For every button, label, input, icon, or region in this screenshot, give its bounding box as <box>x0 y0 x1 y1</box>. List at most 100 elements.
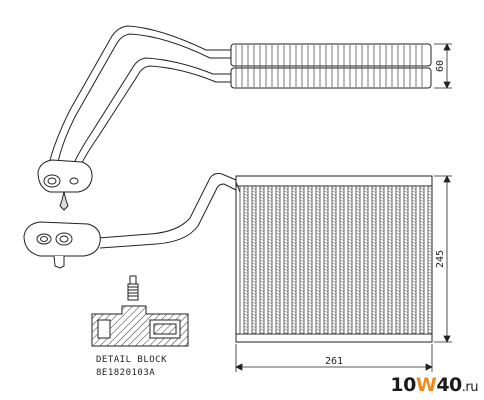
core-fin <box>275 205 281 208</box>
core-fin <box>427 208 433 211</box>
core-fin <box>427 187 433 190</box>
core-fin <box>371 304 377 307</box>
core-fin <box>243 286 249 289</box>
core-fin <box>331 262 337 265</box>
core-fin <box>323 202 329 205</box>
core-fin <box>291 199 297 202</box>
core-fin <box>259 217 265 220</box>
core-fin <box>387 277 393 280</box>
core-fin <box>395 226 401 229</box>
core-fin <box>387 274 393 277</box>
core-fin <box>411 187 417 190</box>
core-fin <box>323 235 329 238</box>
core-fin <box>355 322 361 325</box>
core-fin <box>283 313 289 316</box>
core-fin <box>267 238 273 241</box>
core-fin <box>339 235 345 238</box>
core-fin <box>315 262 321 265</box>
core-fin <box>355 187 361 190</box>
core-fin <box>291 238 297 241</box>
core-fin <box>339 187 345 190</box>
core-fin <box>323 217 329 220</box>
core-fin <box>275 301 281 304</box>
core-fin <box>243 328 249 331</box>
core-fin <box>419 292 425 295</box>
core-fin <box>243 223 249 226</box>
core-fin <box>411 193 417 196</box>
core-fin <box>339 244 345 247</box>
core-fin <box>275 229 281 232</box>
core-fin <box>371 307 377 310</box>
core-fin <box>371 196 377 199</box>
core-fin <box>267 331 273 334</box>
core-fin <box>339 265 345 268</box>
core-fin <box>267 250 273 253</box>
core-fin <box>347 220 353 223</box>
core-fin <box>395 298 401 301</box>
core-fin <box>355 286 361 289</box>
upper-pipe-run <box>49 25 231 168</box>
core-fin <box>331 193 337 196</box>
core-fin <box>427 319 433 322</box>
core-fin <box>411 208 417 211</box>
core-fin <box>363 223 369 226</box>
core-fin <box>283 268 289 271</box>
core-fin <box>363 214 369 217</box>
core-fin <box>347 223 353 226</box>
core-fin <box>251 229 257 232</box>
core-fin <box>307 199 313 202</box>
core-fin <box>371 208 377 211</box>
core-fin <box>347 190 353 193</box>
core-fin <box>427 322 433 325</box>
core-tube <box>359 185 365 335</box>
core-fin <box>251 328 257 331</box>
core-fin <box>307 304 313 307</box>
core-fin <box>403 292 409 295</box>
core-fin <box>339 274 345 277</box>
core-fin <box>347 217 353 220</box>
core-fin <box>323 190 329 193</box>
core-fin <box>323 292 329 295</box>
core-fin <box>427 283 433 286</box>
core-fin <box>371 310 377 313</box>
core-fin <box>283 220 289 223</box>
core-fin <box>315 292 321 295</box>
core-fin <box>403 331 409 334</box>
core-fin <box>243 208 249 211</box>
core-fin <box>275 235 281 238</box>
core-fin <box>419 322 425 325</box>
core-fin <box>259 325 265 328</box>
core-fin <box>283 328 289 331</box>
core-fin <box>267 283 273 286</box>
core-fin <box>291 262 297 265</box>
core-fin <box>387 238 393 241</box>
core-fin <box>251 235 257 238</box>
core-fin <box>243 253 249 256</box>
core-fin <box>363 328 369 331</box>
core-fin <box>275 331 281 334</box>
core-fin <box>243 214 249 217</box>
core-fin <box>419 256 425 259</box>
core-fin <box>427 301 433 304</box>
core-fin <box>307 283 313 286</box>
core-fin <box>267 307 273 310</box>
core-fin <box>395 256 401 259</box>
core-fin <box>379 319 385 322</box>
core-fin <box>315 307 321 310</box>
core-fin <box>347 229 353 232</box>
core-fin <box>275 196 281 199</box>
core-fin <box>379 250 385 253</box>
core-fin <box>267 235 273 238</box>
core-fin <box>411 196 417 199</box>
core-fin <box>403 250 409 253</box>
core-fin <box>291 295 297 298</box>
core-fin <box>307 289 313 292</box>
core-fin <box>395 313 401 316</box>
core-fin <box>363 199 369 202</box>
core-fin <box>371 316 377 319</box>
core-fin <box>347 307 353 310</box>
core-fin <box>307 193 313 196</box>
core-fin <box>419 226 425 229</box>
core-fin <box>299 211 305 214</box>
core-fin <box>323 325 329 328</box>
